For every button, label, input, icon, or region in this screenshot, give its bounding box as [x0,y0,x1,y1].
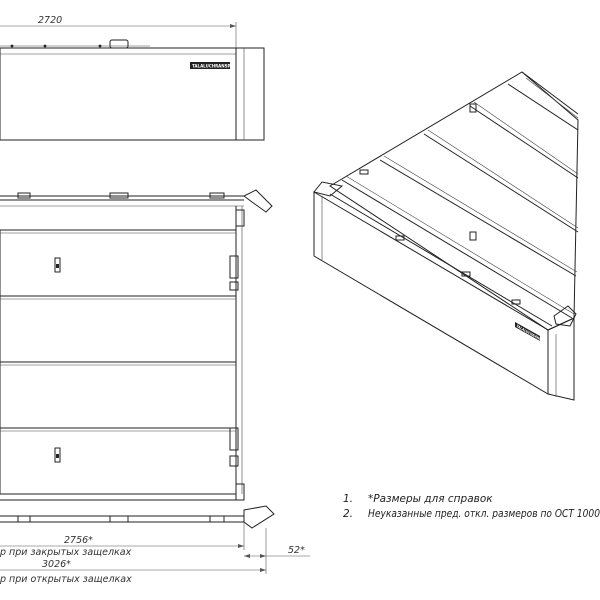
top-view: 2720 TALALUCHRANSPO [0,15,265,141]
iso-badge [515,322,540,341]
note-1-num: 1. [343,493,353,505]
dim-2756-caption: р при закрытых защелках [0,547,132,558]
dim-3026: 3026* [42,559,71,570]
dim-3026-caption: р при открытых защелках [0,574,132,585]
dim-2756: 2756* [64,535,93,546]
note-1-text: *Размеры для справок [368,493,493,505]
top-badge-text: TALALUCHRANSPO [192,64,234,69]
note-2-num: 2. [343,508,353,520]
dim-52: 52* [288,545,305,556]
notes: 1. *Размеры для справок 2. Неуказанные п… [343,493,600,520]
plan-view: 2756* р при закрытых защелках 3026* р пр… [0,189,310,585]
iso-view: TALALUCHRANSPO [313,71,579,401]
top-width-dim: 2720 [38,15,62,26]
note-2-text: Неуказанные пред. откл. размеров по ОСТ … [368,508,600,520]
top-badge [190,62,230,69]
